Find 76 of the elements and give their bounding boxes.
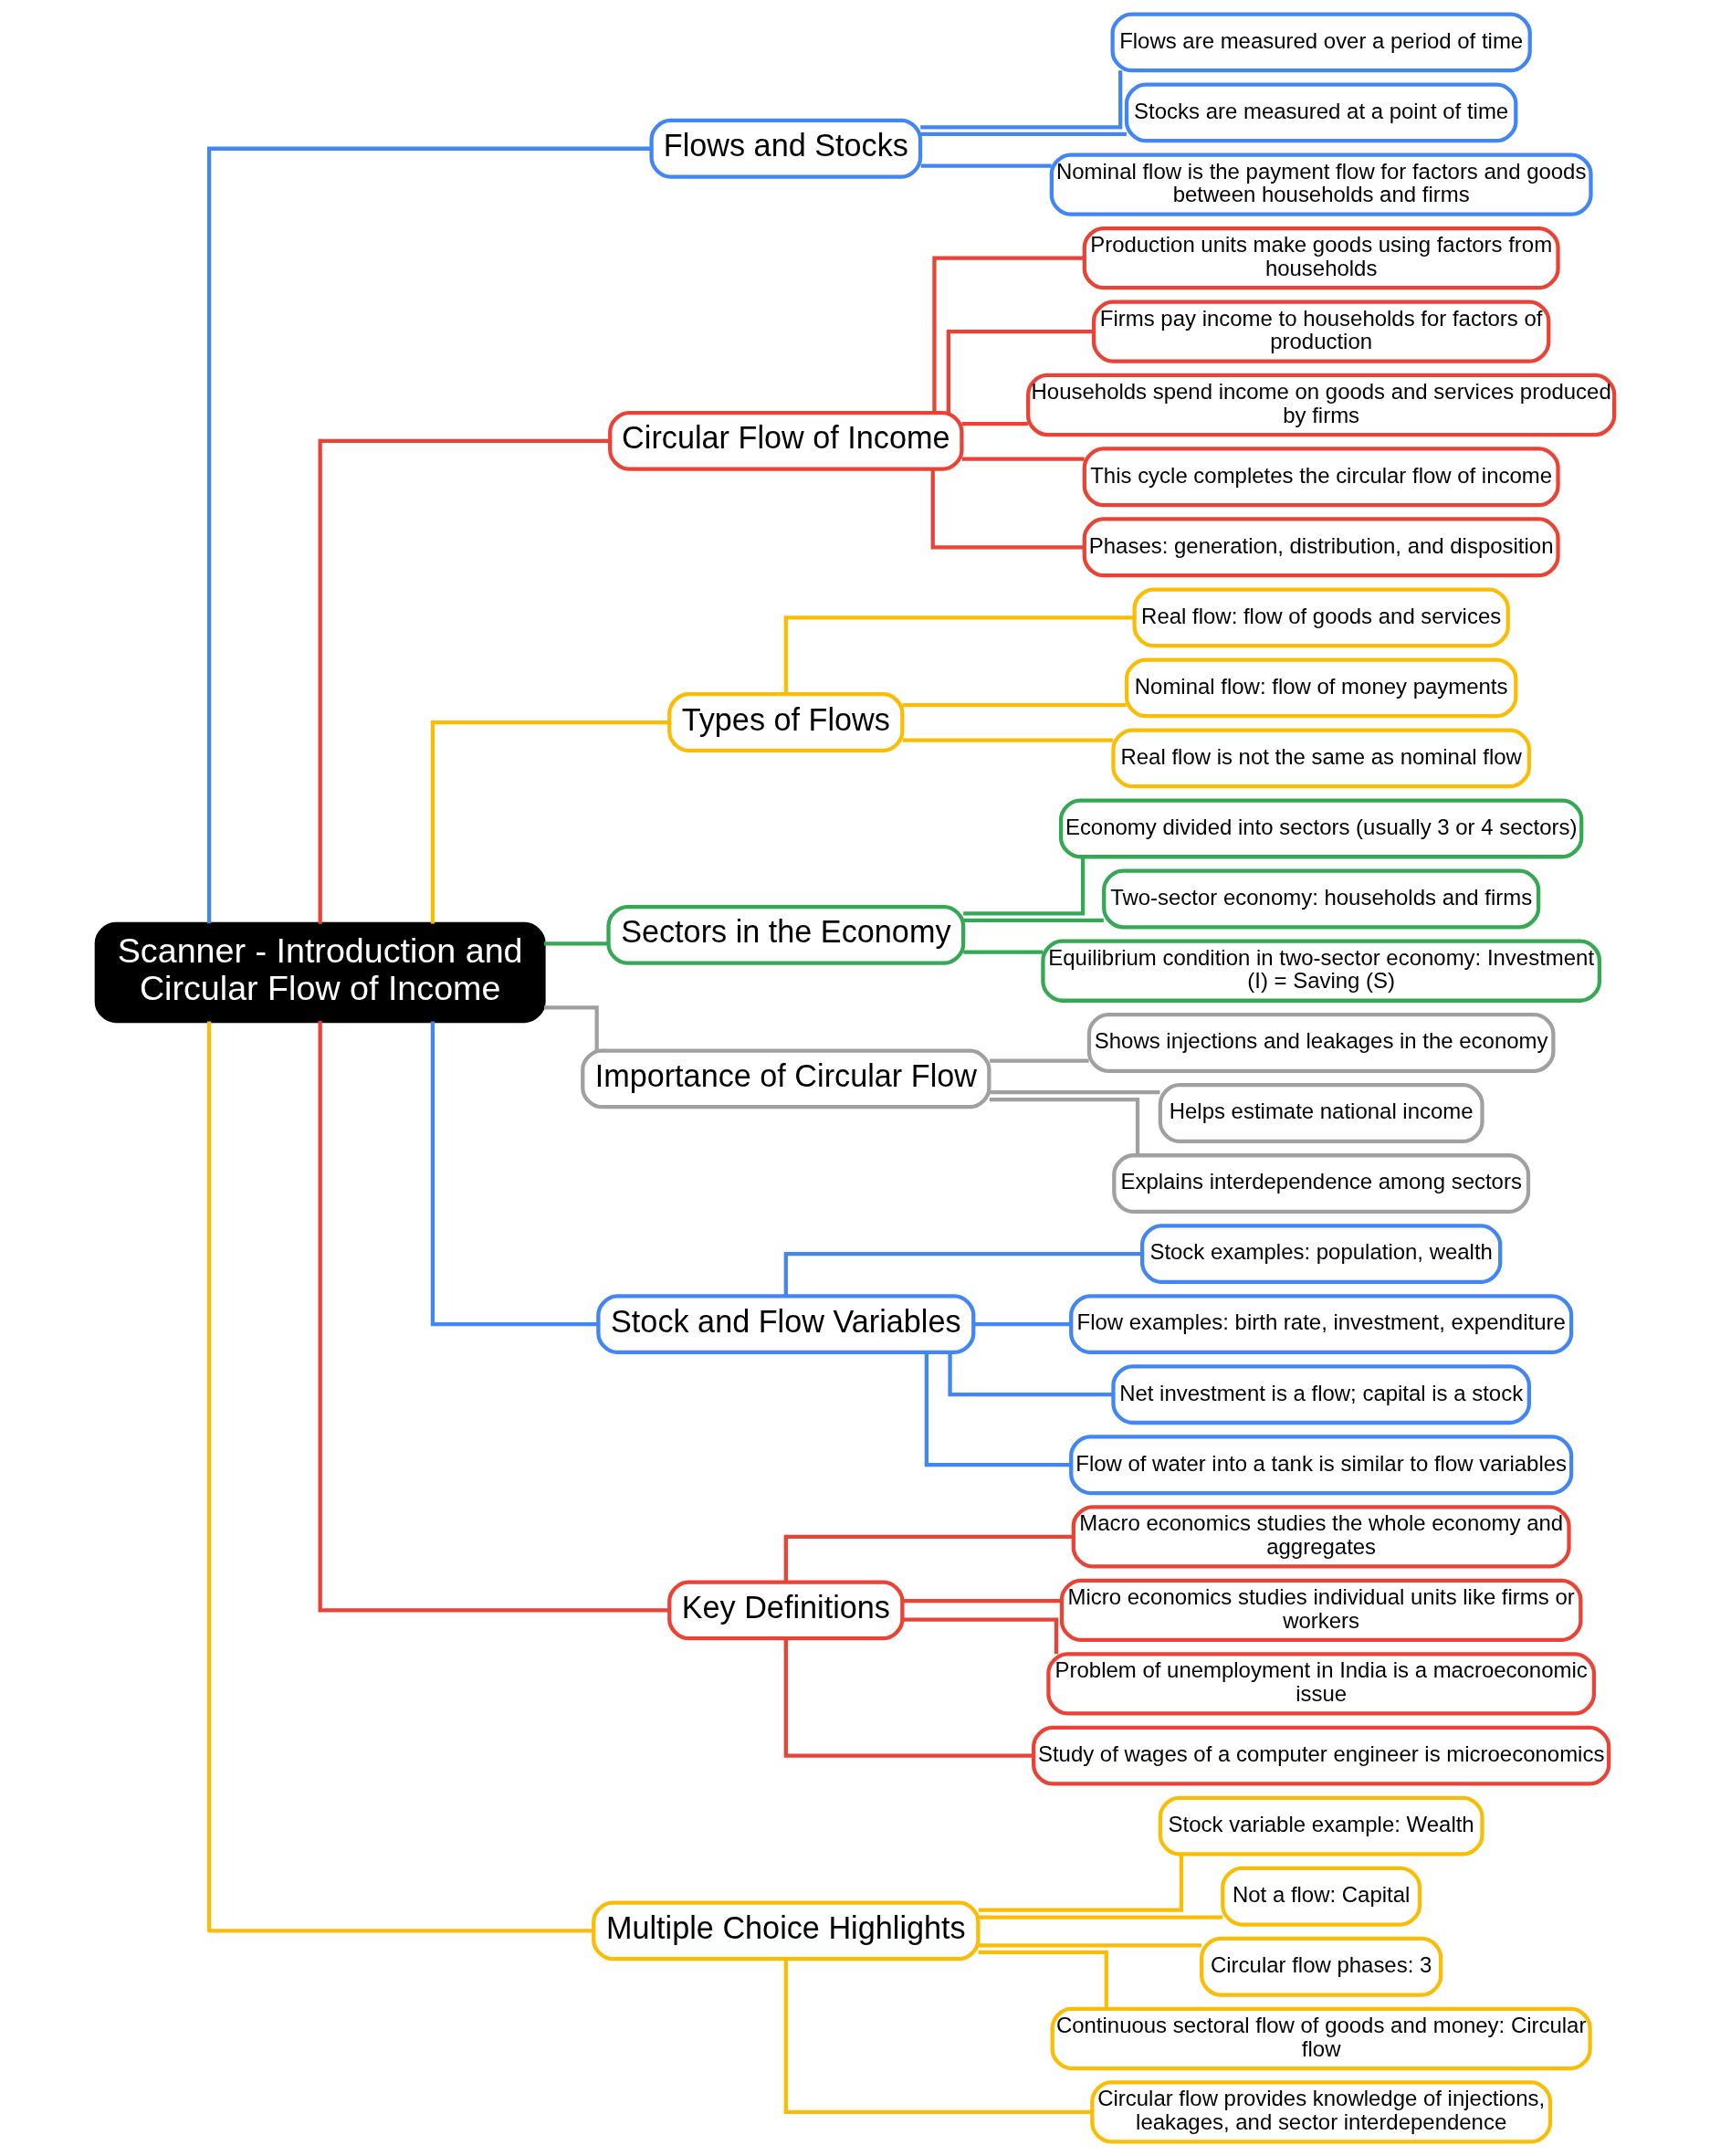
node-box: Flow examples: birth rate, investment, expenditure	[1068, 1294, 1573, 1355]
connector	[902, 738, 1113, 742]
connector	[318, 438, 610, 924]
node-box: Explains interdependence among sectors	[1111, 1153, 1530, 1214]
connector	[430, 720, 669, 924]
connector	[902, 703, 1127, 708]
connector	[543, 1005, 599, 1051]
connector	[919, 70, 1122, 130]
node-box: Production units make goods using factors from households	[1082, 226, 1560, 290]
node-box: Net investment is a flow; capital is a stock	[1110, 1364, 1531, 1425]
node-box: This cycle completes the circular flow of income	[1082, 447, 1560, 508]
node-box: Stock and Flow Variables	[595, 1294, 975, 1355]
connector	[543, 941, 608, 946]
connector	[962, 857, 1085, 916]
connector	[989, 1090, 1159, 1095]
node-box: Flows and Stocks	[648, 118, 922, 179]
connector	[946, 329, 1094, 413]
node-box: Problem of unemployment in India is a macroeconomic issue	[1045, 1652, 1596, 1716]
connector	[962, 950, 1043, 954]
connector	[318, 1021, 669, 1613]
node-box: Nominal flow: flow of money payments	[1124, 657, 1517, 719]
connector	[783, 1959, 1092, 2115]
node-box: Study of wages of a computer engineer is microeconomics	[1031, 1725, 1610, 1786]
node-box: Stocks are measured at a point of time	[1124, 82, 1517, 143]
node-box: Economy divided into sectors (usually 3 or 4 sectors)	[1058, 798, 1583, 859]
connector	[920, 163, 1052, 168]
node-box: Continuous sectoral flow of goods and money: Circular flow	[1050, 2006, 1592, 2071]
connector	[962, 918, 1104, 922]
connector	[902, 1599, 1062, 1604]
node-box: Macro economics studies the whole economy and aggregates	[1071, 1505, 1571, 1569]
connector	[989, 1098, 1139, 1155]
connector	[920, 131, 1127, 136]
node-box: Firms pay income to households for factors of production	[1091, 300, 1550, 363]
connector	[206, 146, 651, 924]
connector	[783, 1534, 1073, 1583]
connector	[978, 1915, 1222, 1919]
node-box: Nominal flow is the payment flow for factors and goods between households and firms	[1049, 152, 1593, 216]
node-box: Types of Flows	[666, 692, 904, 752]
connector	[978, 1854, 1183, 1912]
node-box: Stock examples: population, wealth	[1139, 1224, 1502, 1285]
connector	[783, 615, 1134, 694]
node-box: Micro economics studies individual units like firms or workers	[1059, 1578, 1582, 1643]
node-box: Households spend income on goods and services produced by firms	[1025, 373, 1616, 437]
connector	[783, 1638, 1033, 1758]
node-box: Multiple Choice Highlights	[591, 1900, 981, 1961]
connector	[947, 1352, 1113, 1397]
connector	[961, 421, 1028, 426]
connector	[783, 1251, 1142, 1297]
node-box: Importance of Circular Flow	[580, 1048, 991, 1110]
connector	[978, 1950, 1108, 2009]
node-box: Equilibrium condition in two-sector economy: Investment (I) = Saving (S)	[1040, 939, 1601, 1003]
connector	[430, 1021, 598, 1327]
node-box: Real flow is not the same as nominal flow	[1110, 728, 1531, 789]
node-box: Key Definitions	[666, 1580, 904, 1641]
node-box: Phases: generation, distribution, and disposition	[1082, 517, 1560, 578]
connector	[978, 1943, 1201, 1948]
node-box: Shows injections and leakages in the economy	[1086, 1013, 1556, 1073]
node-box: Sectors in the Economy	[605, 904, 965, 965]
node-box: Circular flow phases: 3	[1199, 1936, 1442, 1997]
connector	[973, 1322, 1071, 1327]
node-box: Scanner - Introduction and Circular Flow of Income	[94, 921, 546, 1024]
node-box: Helps estimate national income	[1158, 1083, 1484, 1143]
connector	[924, 1352, 1071, 1467]
node-box: Circular Flow of Income	[607, 410, 964, 471]
node-box: Stock variable example: Wealth	[1158, 1795, 1484, 1856]
node-box: Flows are measured over a period of time	[1109, 12, 1532, 73]
node-box: Circular flow provides knowledge of injections, leakages, and sector interdependence	[1089, 2080, 1552, 2144]
node-box: Not a flow: Capital	[1220, 1866, 1422, 1927]
connector	[989, 1058, 1089, 1063]
node-box: Real flow: flow of goods and services	[1131, 587, 1510, 648]
connector	[206, 1021, 593, 1933]
node-box: Two-sector economy: households and firms	[1101, 868, 1540, 930]
connector	[961, 457, 1085, 461]
connector	[930, 469, 1084, 550]
node-box: Flow of water into a tank is similar to flow variables	[1068, 1435, 1573, 1496]
connector	[931, 256, 1084, 414]
